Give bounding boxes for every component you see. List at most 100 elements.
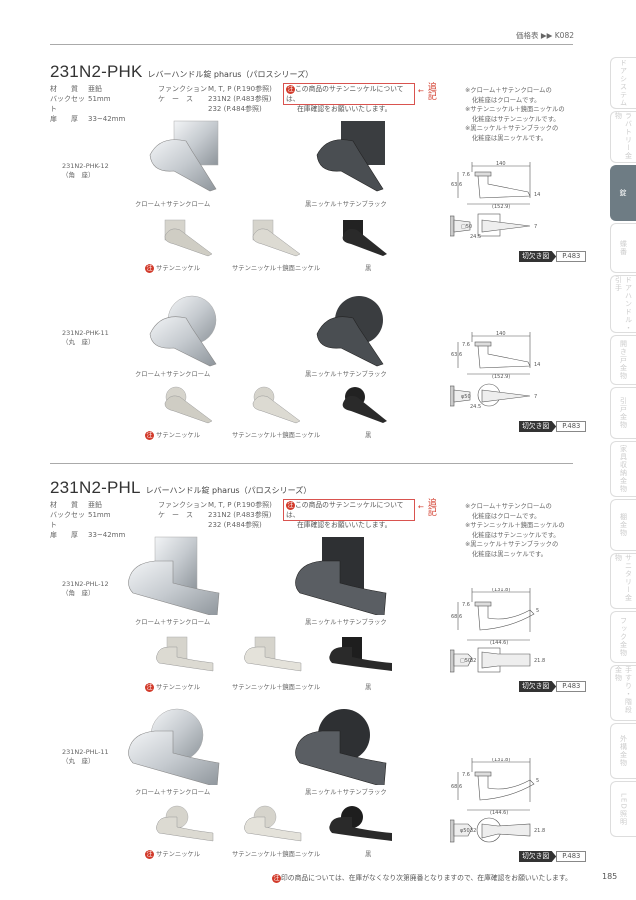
caution-badge-icon: 注 [286,84,295,94]
caution-badge-icon: 注 [145,430,154,440]
tab-led[interactable]: LED照明 [610,781,636,837]
finish-notes: ※クローム＋サテンクロームの 化粧座はクロームです。 ※サテンニッケル＋鏡面ニッ… [465,503,565,558]
svg-text:14: 14 [534,362,540,368]
stock-notice: 注この商品のサテンニッケルについては、 在庫確認をお願いいたします。 [283,83,415,113]
tab-lavatory[interactable]: ラバトリー金物 [610,111,636,163]
cutout-reference-link[interactable]: 切欠き図 P.483 [519,851,587,862]
tab-door-system[interactable]: ドアシステム [610,57,636,109]
svg-text:(144.6): (144.6) [490,640,508,646]
variant-label: 231N2-PHK-11 （丸 座） [62,329,109,346]
cutout-reference-link[interactable]: 切欠き図 P.483 [519,251,587,262]
lever-image-chrome-square [149,120,219,192]
tab-locks[interactable]: 錠 [610,165,636,221]
page-number: 185 [602,872,618,881]
stock-notice: 注この商品のサテンニッケルについては、 在庫確認をお願いいたします。 [283,499,415,529]
model-title: 231N2-PHK [50,62,143,81]
svg-text:5: 5 [536,608,539,614]
divider [50,44,573,45]
lever-image-satin-mirror-nickel-round [244,805,302,842]
lever-image-satin-mirror-nickel-round [252,386,301,424]
svg-text:7.6: 7.6 [462,602,470,608]
svg-text:(144.6): (144.6) [490,810,508,816]
tab-hinges[interactable]: 蝶番 [610,223,636,273]
lever-image-chrome-square [128,536,220,615]
addendum-mark: ← 追記 [418,498,436,516]
lever-image-black-round [329,806,392,841]
svg-text:63.6: 63.6 [451,182,462,188]
dimension-drawing: (131.8) (144.6) 68.6 7.6 5 φ50 32 21.8 [450,758,545,843]
caution-badge-icon: 注 [145,263,154,273]
svg-text:32: 32 [470,658,476,664]
lever-image-satin-mirror-nickel-square [252,219,301,257]
finish-caption: 注 サテンニッケル [145,430,201,440]
model-subtitle: レバーハンドル錠 pharus（パロスシリーズ） [147,70,314,79]
svg-text:140: 140 [496,161,506,167]
svg-text:140: 140 [496,331,506,337]
svg-text:(152.9): (152.9) [492,374,510,380]
finish-caption: 注 サテンニッケル [145,682,201,692]
svg-text:7.6: 7.6 [462,172,470,178]
svg-text:(131.8): (131.8) [492,588,510,593]
cutout-reference-link[interactable]: 切欠き図 P.483 [519,421,587,432]
caution-badge-icon: 注 [286,500,295,510]
svg-text:7.6: 7.6 [462,342,470,348]
lever-image-black-nickel-round [316,296,384,367]
svg-text:7: 7 [534,394,537,400]
cutout-reference-link[interactable]: 切欠き図 P.483 [519,681,587,692]
svg-text:5: 5 [536,778,539,784]
tab-sanitary[interactable]: サニタリー金物 [610,553,636,609]
lever-image-black-nickel-round [295,709,387,785]
divider [50,463,573,464]
caution-badge-icon: 注 [272,873,281,883]
svg-text:(152.9): (152.9) [492,204,510,210]
caution-badge-icon: 注 [145,849,154,859]
lever-image-chrome-round [149,295,217,367]
svg-text:68.6: 68.6 [451,784,462,790]
lever-image-satin-nickel-square [156,636,214,672]
product-section-phk: 231N2-PHK レバーハンドル錠 pharus（パロスシリーズ） 材 質亜鉛… [50,62,590,142]
variant-label: 231N2-PHL-11 （丸 座） [62,748,109,765]
variant-label: 231N2-PHK-12 （角 座） [62,162,109,179]
variant-label: 231N2-PHL-12 （角 座） [62,580,109,597]
svg-text:63.6: 63.6 [451,352,462,358]
footer-note: 注印の商品については、在庫がなくなり次第廃番となりますので、在庫確認をお願いいた… [272,873,572,883]
svg-text:21.8: 21.8 [534,658,545,664]
svg-text:φ50: φ50 [460,828,470,834]
tab-hooks[interactable]: フック金物 [610,611,636,663]
svg-text:24.5: 24.5 [470,234,481,240]
category-sidebar: ドアシステム ラバトリー金物 錠 蝶番 ドアハンドル・引手 開き戸金物 引戸金物… [610,57,636,839]
tab-shelf[interactable]: 棚金物 [610,499,636,551]
svg-text:φ50: φ50 [461,394,471,400]
tab-exterior[interactable]: 外構金物 [610,723,636,779]
tab-sliding-door[interactable]: 引戸金物 [610,387,636,439]
arrow-left-icon: ← [418,87,424,95]
product-section-phl: 231N2-PHL レバーハンドル錠 pharus（パロスシリーズ） 材 質亜鉛… [50,478,590,558]
svg-text:7.6: 7.6 [462,772,470,778]
addendum-mark: ← 追記 [418,82,436,100]
finish-caption: 注 サテンニッケル [145,849,201,859]
finish-notes: ※クローム＋サテンクロームの 化粧座はクロームです。 ※サテンニッケル＋鏡面ニッ… [465,87,565,142]
svg-text:□50: □50 [460,658,471,664]
lever-image-satin-nickel-round [156,805,214,842]
arrow-left-icon: ← [418,503,424,511]
lever-image-satin-nickel-square [164,219,213,257]
svg-text:7: 7 [534,224,537,230]
lever-image-satin-nickel-round [164,386,213,424]
model-subtitle: レバーハンドル錠 pharus（パロスシリーズ） [145,486,312,495]
svg-text:32: 32 [470,828,476,834]
lever-image-black-square [329,637,392,671]
svg-text:14: 14 [534,192,540,198]
tab-furniture-storage[interactable]: 家具収納金物 [610,441,636,497]
lever-image-black-nickel-square [316,121,385,192]
dimension-drawing: 140 (152.9) 63.6 7.6 14 □50 24.5 7 [450,161,540,240]
tab-swing-door[interactable]: 開き戸金物 [610,335,636,385]
lever-image-black-square [342,220,387,256]
tab-handrail[interactable]: 手すり・階段金物 [610,665,636,721]
lever-image-black-nickel-square [295,537,387,615]
tab-door-handles[interactable]: ドアハンドル・引手 [610,275,636,333]
